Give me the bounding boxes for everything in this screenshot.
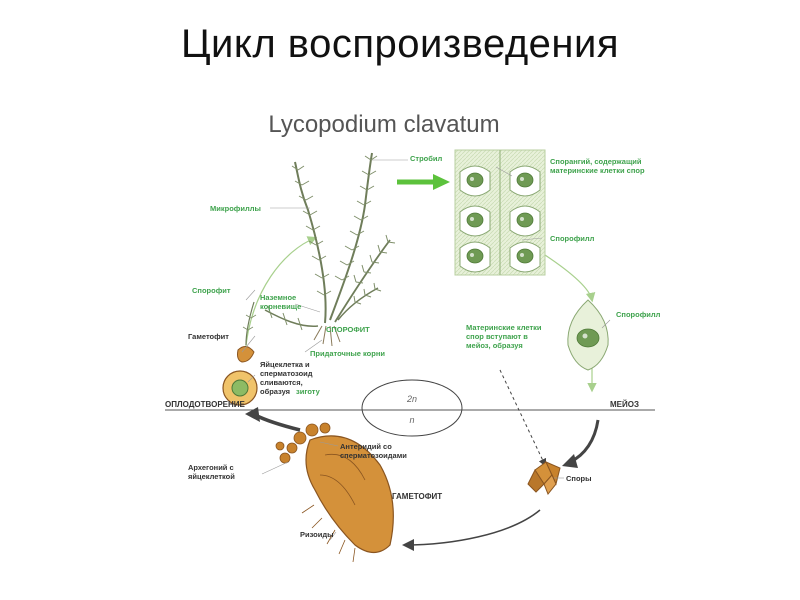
meiosis-dashed-arrow: [499, 369, 547, 467]
label-antheridium-line2: сперматозоидами: [340, 451, 407, 460]
life-cycle-diagram: Lycopodium clavatum: [165, 111, 661, 563]
sporangium-6: [516, 248, 534, 264]
small-gametophyte: [237, 301, 257, 363]
dark-arrow-bottom: [402, 509, 541, 551]
label-egg-sperm-line4: образуя: [260, 387, 290, 396]
label-adventitious-roots: Придаточные корни: [310, 349, 385, 358]
species-title: Lycopodium clavatum: [268, 111, 499, 138]
label-antheridium-line1: Антеридий со: [340, 442, 392, 451]
label-sporangium-line2: материнские клетки спор: [550, 166, 645, 175]
zygote: [222, 370, 258, 406]
label-sporangium-line1: Спорангий, содержащий: [550, 157, 642, 166]
sporophyll-detail: [567, 299, 609, 371]
dark-arrow-fertilization: [254, 413, 301, 432]
label-egg-sperm-line1: Яйцеклетка и: [260, 360, 310, 369]
sporangium-5: [466, 248, 484, 264]
label-egg-sperm-line2: сперматозоид: [260, 369, 313, 378]
label-archegonium-line2: яйцеклеткой: [188, 472, 235, 481]
label-microphylls: Микрофиллы: [210, 204, 261, 213]
label-rhizome-line2: корневище: [260, 302, 301, 311]
label-spores: Споры: [566, 474, 592, 483]
sporangium-2: [516, 172, 534, 188]
label-ploidy-2n: 2n: [406, 394, 417, 404]
label-sporophyll-right: Спорофилл: [616, 310, 661, 319]
label-egg-sperm-line3: сливаются,: [260, 378, 303, 387]
life-cycle-figure: Lycopodium clavatum: [150, 90, 730, 585]
label-rhizoids: Ризоиды: [300, 530, 334, 539]
label-sporophyte-small: Спорофит: [192, 286, 231, 295]
label-ploidy-n: n: [409, 415, 414, 425]
label-gametophyte-small: Гаметофит: [188, 332, 229, 341]
label-strobil: Стробил: [410, 154, 442, 163]
spores-tetrad: [527, 461, 561, 495]
label-sporophyte-big: СПОРОФИТ: [326, 325, 370, 334]
strobil-section: [454, 149, 546, 276]
label-sporophyll-top: Спорофилл: [550, 234, 595, 243]
label-meiosis: МЕЙОЗ: [610, 400, 639, 409]
slide-title: Цикл воспроизведения: [180, 22, 620, 66]
label-zygote: зиготу: [296, 387, 321, 396]
label-fertilization: ОПЛОДОТВОРЕНИЕ: [165, 400, 246, 409]
cycle-arrow-right-upper: [544, 254, 596, 303]
label-rhizome-line1: Наземное: [260, 293, 296, 302]
sporophyte-plant: [264, 152, 396, 347]
cycle-arrow-left-upper: [244, 236, 318, 356]
label-mother-cells-line3: мейоз, образуя: [466, 341, 523, 350]
sporangium-3: [466, 212, 484, 228]
large-gametophyte: [275, 422, 394, 563]
label-archegonium-line1: Архегоний с: [188, 463, 234, 472]
label-gametophyte-big: ГАМЕТОФИТ: [392, 492, 442, 501]
sporangium-1: [466, 172, 484, 188]
ploidy-ellipse: [361, 379, 463, 437]
sporangium-4: [516, 212, 534, 228]
label-mother-cells-line1: Материнские клетки: [466, 323, 542, 332]
label-mother-cells-line2: спор вступают в: [466, 332, 528, 341]
